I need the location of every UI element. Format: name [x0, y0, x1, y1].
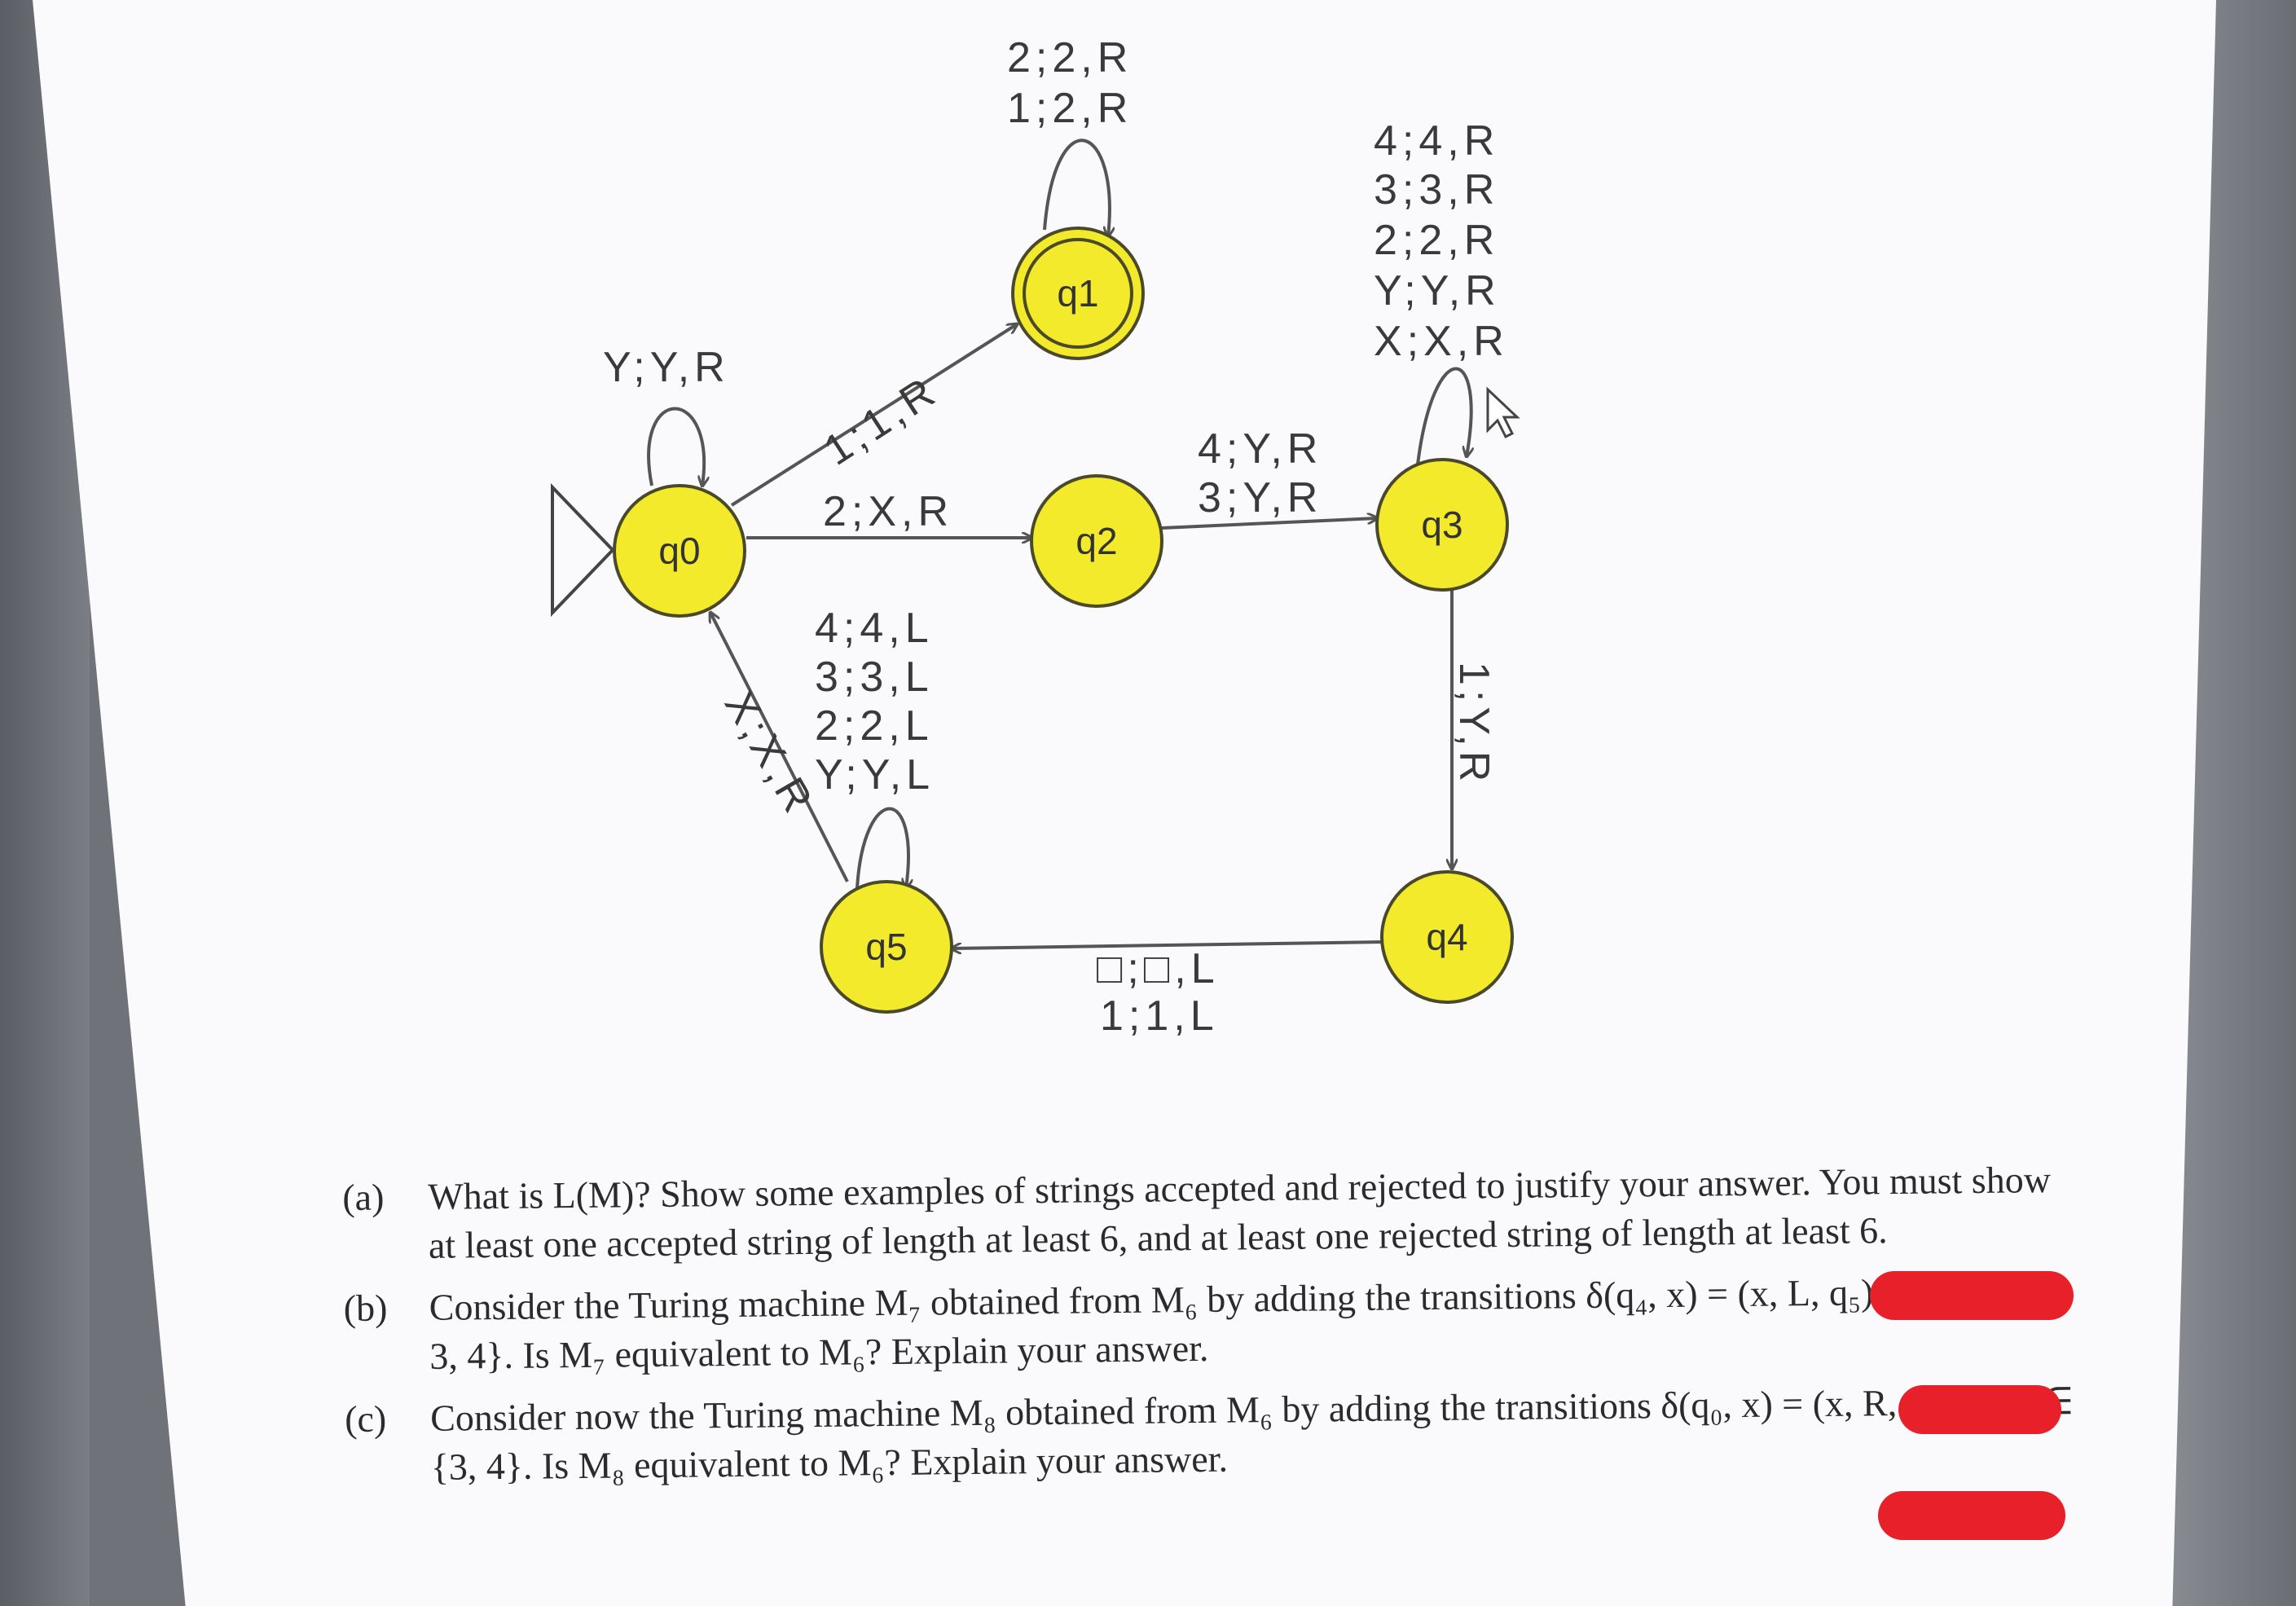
label-q3-loop-5: X;X,R: [1374, 318, 1509, 365]
question-c-letter: (c): [344, 1397, 387, 1440]
question-c-text: Consider now the Turing machine M₈ obtai…: [429, 1379, 2074, 1488]
label-q5-loop-4: Y;Y,L: [815, 751, 935, 799]
label-q2-q3-1: 4;Y,R: [1198, 425, 1322, 473]
label-q4-q5-2: 1;1,L: [1100, 992, 1219, 1040]
label-q5-q0-1: X;X,R: [715, 684, 824, 825]
state-q1: q1: [1011, 227, 1145, 360]
edge-q4-q5: [952, 940, 1384, 948]
mouse-cursor-icon: [1486, 386, 1520, 439]
label-q3-loop-4: Y;Y,R: [1374, 267, 1501, 315]
label-q5-loop-3: 2;2,L: [815, 702, 934, 750]
state-q1-label: q1: [1057, 272, 1098, 315]
label-q3-loop-3: 2;2,R: [1374, 217, 1499, 264]
label-q3-loop-1: 4;4,R: [1374, 117, 1499, 165]
state-q5-label: q5: [865, 926, 907, 968]
label-q0-loop-1: Y;Y,R: [603, 344, 730, 391]
label-q4-q5-1: □;□,L: [1097, 945, 1220, 992]
state-q2-label: q2: [1075, 520, 1117, 562]
state-q3: q3: [1375, 458, 1509, 592]
edge-q5-q0: [710, 613, 849, 882]
loop-q3: [1416, 367, 1471, 465]
start-state-marker: [551, 483, 615, 617]
state-q3-label: q3: [1421, 504, 1462, 546]
edge-q2-q3: [1161, 518, 1377, 530]
question-a: (a) What is L(M)? Show some examples of …: [342, 1155, 2078, 1271]
question-a-text: What is L(M)? Show some examples of stri…: [428, 1159, 2052, 1266]
edge-q0-q1: [730, 324, 1017, 507]
label-q2-q3-2: 3;Y,R: [1198, 474, 1322, 521]
label-q3-loop-2: 3;3,R: [1374, 166, 1499, 213]
questions-section: (a) What is L(M)? Show some examples of …: [342, 1155, 2081, 1506]
loop-q0: [647, 407, 704, 486]
state-q2: q2: [1030, 474, 1163, 608]
accepting-ring: [1023, 238, 1133, 349]
state-q4: q4: [1380, 870, 1514, 1004]
question-a-letter: (a): [342, 1176, 385, 1218]
loop-q1: [1043, 139, 1110, 236]
redaction-mark-2: [1898, 1385, 2061, 1434]
label-q5-loop-2: 3;3,L: [815, 653, 934, 701]
state-q4-label: q4: [1426, 916, 1467, 958]
state-q5: q5: [820, 880, 953, 1014]
question-b-letter: (b): [343, 1287, 388, 1329]
label-q1-loop-1: 2;2,R: [1007, 34, 1133, 81]
label-q0-q2-1: 2;X,R: [823, 488, 953, 535]
label-q0-q1-1: 1;1,R: [816, 367, 947, 475]
redaction-mark-1: [1870, 1271, 2074, 1320]
loop-q5: [856, 807, 908, 889]
label-q3-q4-1: 1;Y,R: [1450, 662, 1498, 786]
label-q5-loop-1: 4;4,L: [815, 605, 934, 652]
state-q0-label: q0: [658, 530, 700, 572]
question-b-text: Consider the Turing machine M₇ obtained …: [429, 1269, 2052, 1377]
label-q1-loop-2: 1;2,R: [1007, 85, 1133, 132]
redaction-mark-3: [1878, 1491, 2065, 1540]
question-c: (c) Consider now the Turing machine M₈ o…: [345, 1377, 2081, 1493]
question-b: (b) Consider the Turing machine M₇ obtai…: [343, 1266, 2079, 1382]
state-q0: q0: [613, 484, 746, 618]
